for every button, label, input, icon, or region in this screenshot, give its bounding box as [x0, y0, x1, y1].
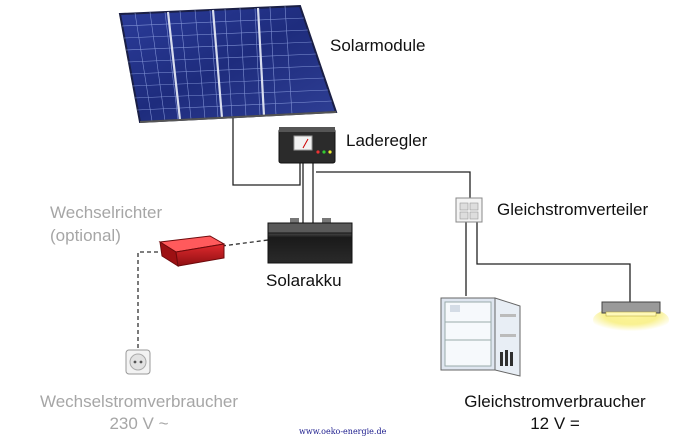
charge-controller-icon [278, 127, 336, 164]
solar-modules-label: Solarmodule [330, 36, 426, 55]
solar-panel-icon [118, 4, 338, 124]
wires [232, 118, 631, 302]
ac-voltage-label: 230 V ~ [109, 414, 169, 433]
inverter-note-label: (optional) [50, 226, 121, 245]
inverter-label: Wechselrichter [50, 203, 163, 222]
power-socket-icon [125, 349, 151, 375]
refrigerator-icon [440, 297, 521, 377]
dc-voltage-label: 12 V = [530, 414, 580, 433]
ac-wires [137, 239, 269, 350]
dc-distributor-label: Gleichstromverteiler [497, 200, 649, 219]
website-url[interactable]: www.oeko-energie.de [299, 427, 387, 436]
battery-label: Solarakku [266, 271, 342, 290]
lamp-icon [593, 301, 669, 334]
charge-controller-label: Laderegler [346, 131, 428, 150]
battery-icon [267, 218, 353, 264]
dc-consumer-label: Gleichstromverbraucher [464, 392, 646, 411]
inverter-icon [158, 235, 226, 267]
dc-distributor-icon [455, 197, 483, 223]
ac-consumer-label: Wechselstromverbraucher [39, 392, 239, 411]
